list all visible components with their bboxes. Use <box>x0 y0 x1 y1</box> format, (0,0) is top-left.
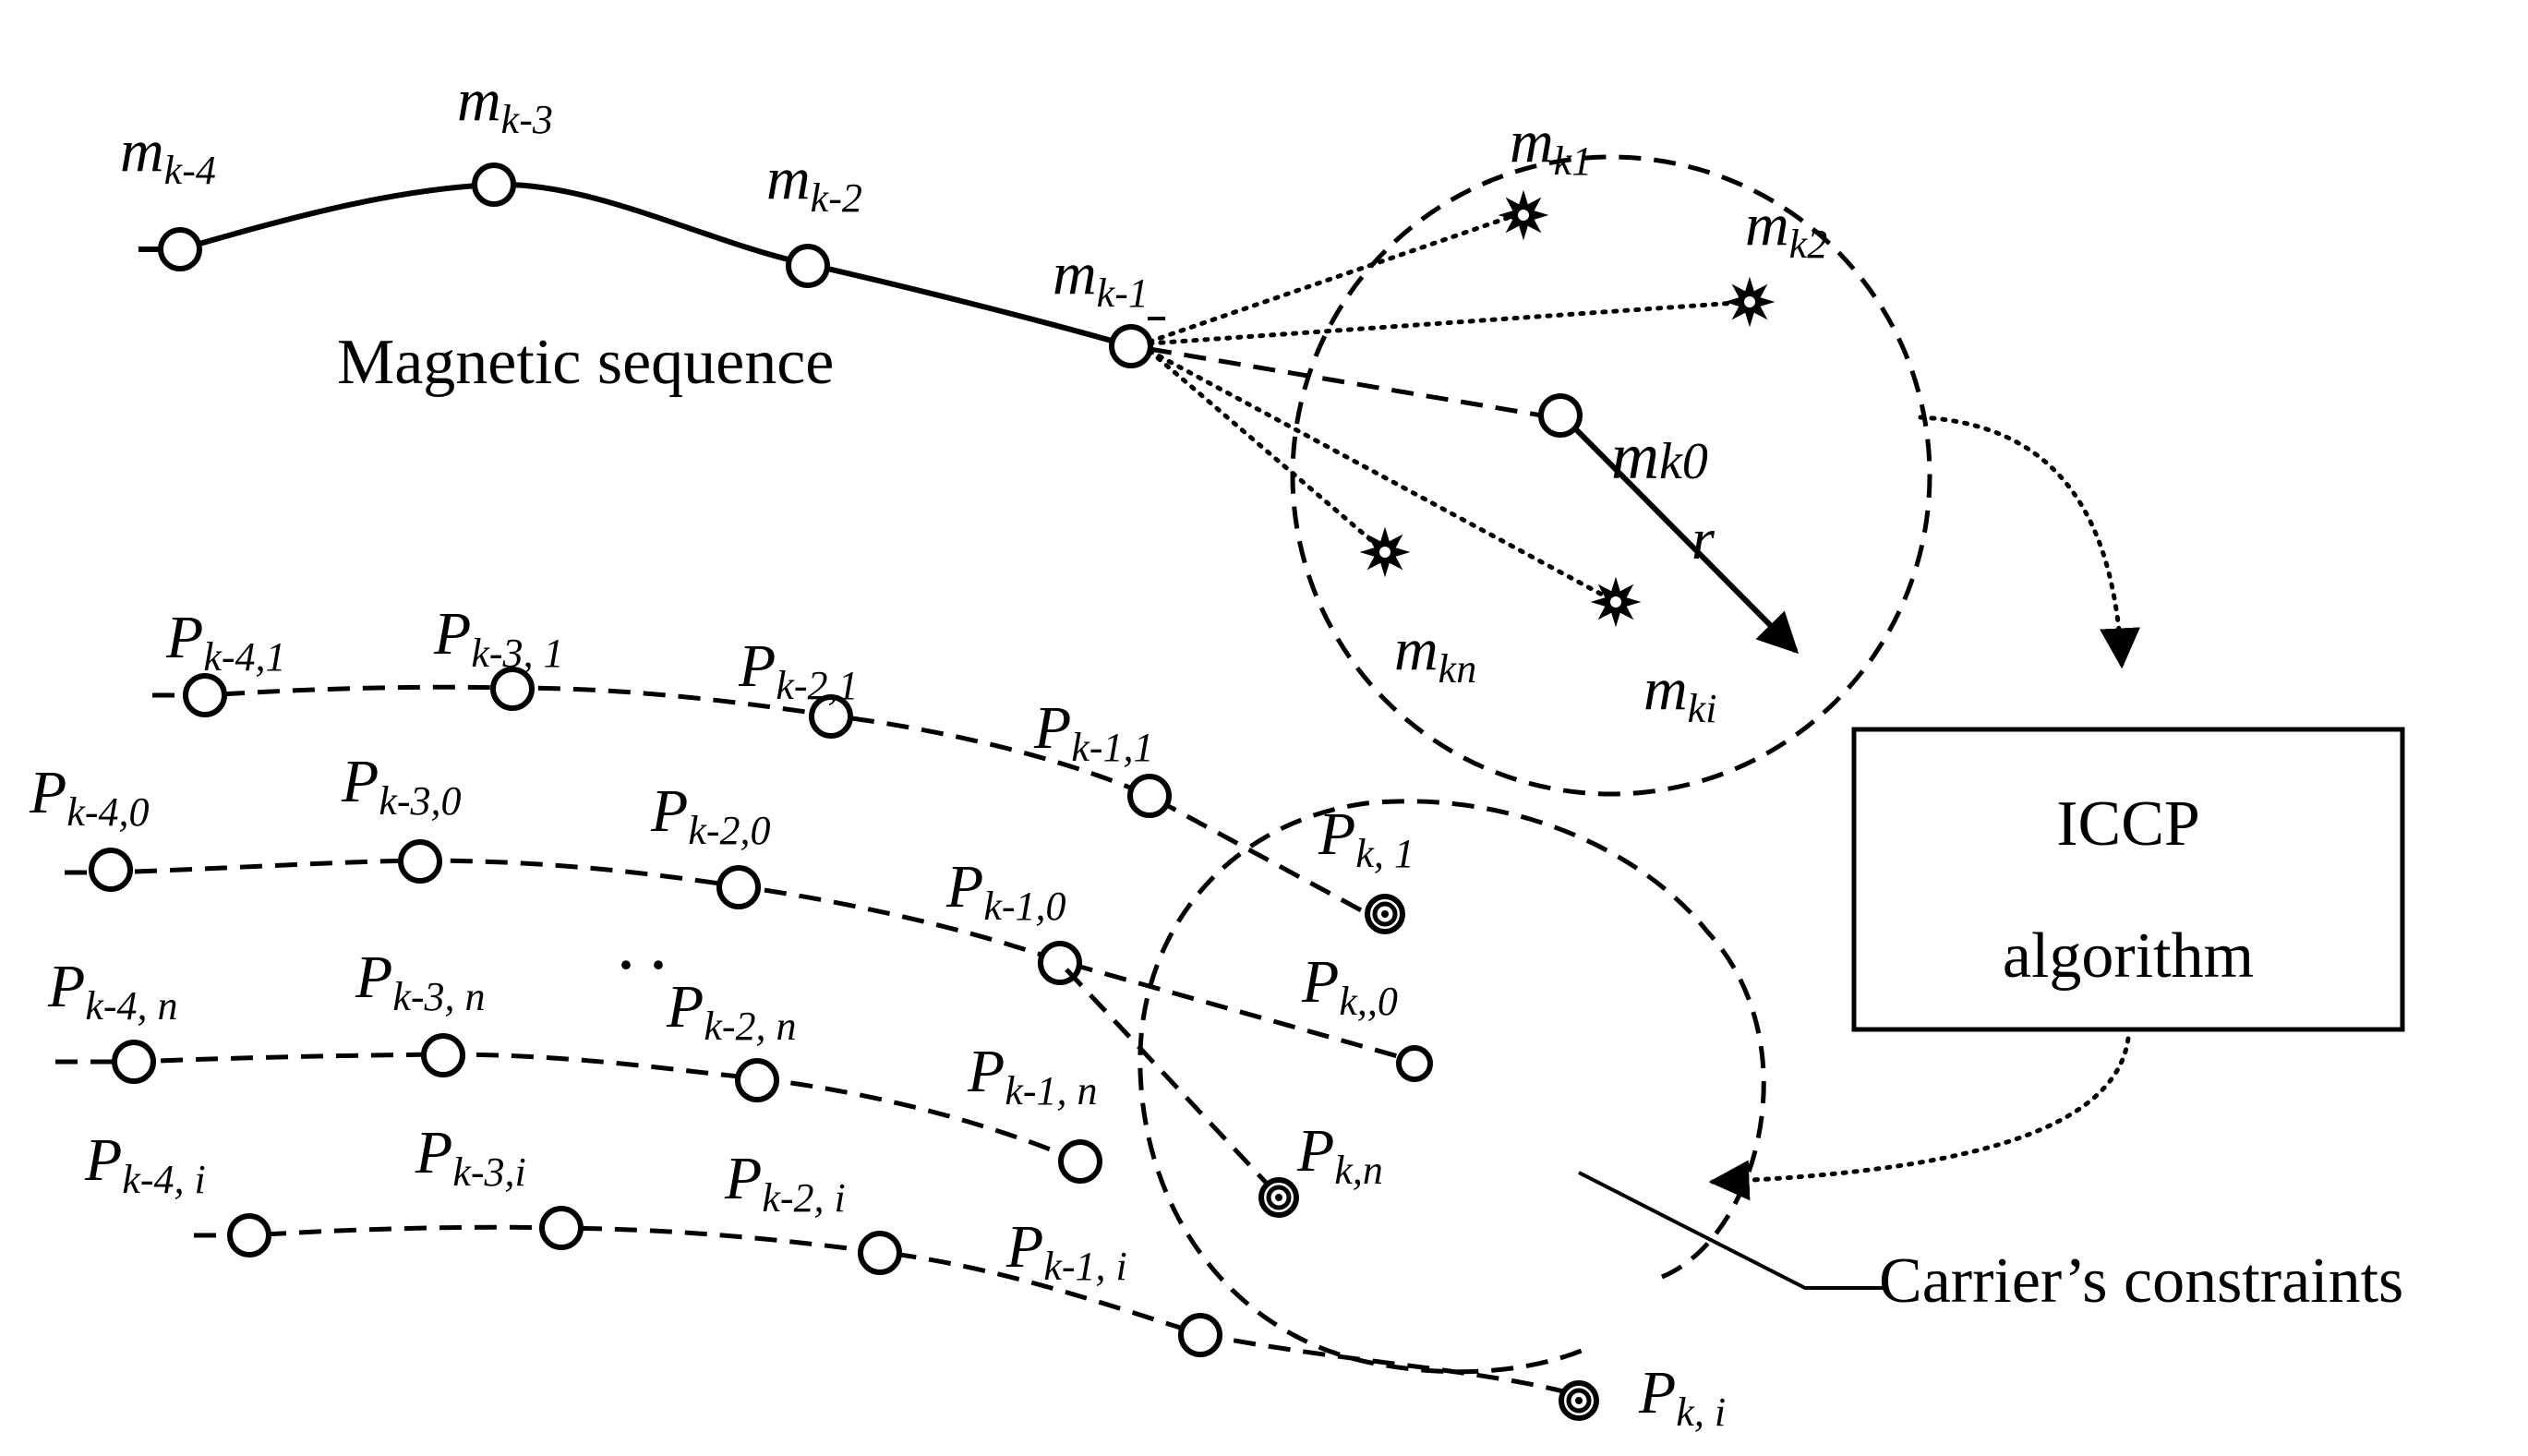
ray-m-k0 <box>1149 346 1543 418</box>
target-dot <box>1381 910 1389 918</box>
ray-m-kn-right <box>1147 348 1619 605</box>
iccp-box-line2: algorithm <box>2003 921 2254 992</box>
node-p-k3-n <box>421 1033 465 1077</box>
ray-m-k2 <box>1147 299 1752 346</box>
label-p-k1-0: Pk-1,0 <box>945 853 1066 929</box>
constraint-label: Carrier’s constraints <box>1879 1245 2403 1317</box>
label-p-k1-1: Pk-1,1 <box>1033 694 1154 770</box>
ray-m-kn-left <box>1147 348 1388 555</box>
label-p-k-0: Pk,,0 <box>1301 948 1398 1024</box>
label-p-k3-1: Pk-3, 1 <box>433 600 564 676</box>
target-dot <box>1275 1194 1282 1201</box>
node-p-k2-i <box>858 1231 902 1275</box>
label-p-k2-0: Pk-2,0 <box>650 777 771 853</box>
star-center <box>1610 596 1621 608</box>
star-m-kn-b <box>1590 576 1642 628</box>
node-p-k3-1 <box>490 667 535 711</box>
star-m-kn-a <box>1359 526 1411 578</box>
label-m-k-4: mk-4 <box>120 117 216 193</box>
node-m-k-1 <box>1109 324 1153 368</box>
label-p-k-i: Pk, i <box>1638 1359 1726 1435</box>
node-m-k-2 <box>786 244 830 288</box>
star-m-k2 <box>1724 276 1776 328</box>
label-p-k4-n: Pk-4, n <box>47 953 178 1029</box>
path-row-0 <box>65 858 1418 1065</box>
node-p-k4-0 <box>89 848 133 892</box>
node-p-k3-0 <box>398 839 442 884</box>
ray-m-k1 <box>1147 210 1526 344</box>
node-p-k4-i <box>227 1213 271 1257</box>
label-m-k2: mk2 <box>1745 191 1827 267</box>
node-m-k-4 <box>158 227 202 271</box>
node-m-k-3 <box>472 162 516 207</box>
node-p-k3-i <box>539 1206 584 1250</box>
constraint-leader <box>1578 1171 1884 1290</box>
label-p-k-1: Pk, 1 <box>1318 800 1414 876</box>
connector-iccp-to-constraint <box>1708 1036 2131 1201</box>
ellipsis: · · <box>617 934 668 995</box>
label-m-k1: mk1 <box>1510 108 1592 184</box>
node-p-k2-n <box>735 1058 779 1102</box>
star-m-k1 <box>1498 189 1549 241</box>
constraint-circle <box>1138 799 1766 1375</box>
label-m-k-1: mk-1 <box>1053 240 1149 316</box>
label-m-ki: mki <box>1643 656 1716 731</box>
node-p-k1-n <box>1058 1139 1102 1184</box>
target-p-k-i <box>1559 1380 1599 1421</box>
label-p-k2-i: Pk-2, i <box>724 1145 846 1221</box>
label-p-k4-1: Pk-4,1 <box>165 604 286 680</box>
node-p-k4-n <box>112 1040 156 1084</box>
label-p-k1-n: Pk-1, n <box>967 1038 1098 1113</box>
label-p-k4-i: Pk-4, i <box>84 1126 206 1202</box>
iccp-algorithm-box <box>1851 727 2405 1032</box>
label-p-k2-n: Pk-2, n <box>666 973 797 1049</box>
label-p-k-n: Pk,n <box>1296 1117 1383 1193</box>
target-dot <box>1575 1397 1583 1404</box>
node-p-k1-i <box>1178 1313 1222 1357</box>
path-k1-0-to-k-n <box>1065 968 1271 1188</box>
star-center <box>1744 296 1755 307</box>
label-p-k3-i: Pk-3,i <box>415 1119 526 1195</box>
target-p-k-n <box>1258 1177 1299 1218</box>
label-p-k1-i: Pk-1, i <box>1005 1213 1127 1289</box>
magnetic-sequence-label: Magnetic sequence <box>337 327 834 398</box>
connector-circle-to-iccp <box>1918 415 2140 669</box>
star-center <box>1379 547 1390 558</box>
label-m-k0: mk0 <box>1611 419 1708 493</box>
node-p-k2-1 <box>809 694 853 739</box>
label-m-k-2: mk-2 <box>766 145 862 221</box>
node-p-k-0 <box>1396 1045 1433 1082</box>
label-p-k3-0: Pk-3,0 <box>341 748 462 824</box>
target-p-k-1 <box>1365 894 1405 934</box>
label-p-k2-1: Pk-2,1 <box>738 632 859 708</box>
node-m-k0 <box>1538 393 1583 438</box>
path-row-n <box>55 1052 1081 1164</box>
node-p-k2-0 <box>716 865 761 909</box>
label-p-k3-n: Pk-3, n <box>355 944 486 1019</box>
star-center <box>1518 210 1529 221</box>
label-m-kn: mkn <box>1394 616 1476 692</box>
node-p-k4-1 <box>183 673 227 717</box>
node-p-k1-1 <box>1127 774 1172 818</box>
label-p-k4-0: Pk-4,0 <box>29 759 150 835</box>
label-m-k-3: mk-3 <box>457 66 553 142</box>
path-row-1 <box>152 684 1366 915</box>
label-radius: r <box>1691 506 1715 572</box>
magnetic-sequence-curve <box>138 181 1132 349</box>
iccp-box-line1: ICCP <box>2056 788 2200 860</box>
radius-arrow <box>1562 415 1800 655</box>
